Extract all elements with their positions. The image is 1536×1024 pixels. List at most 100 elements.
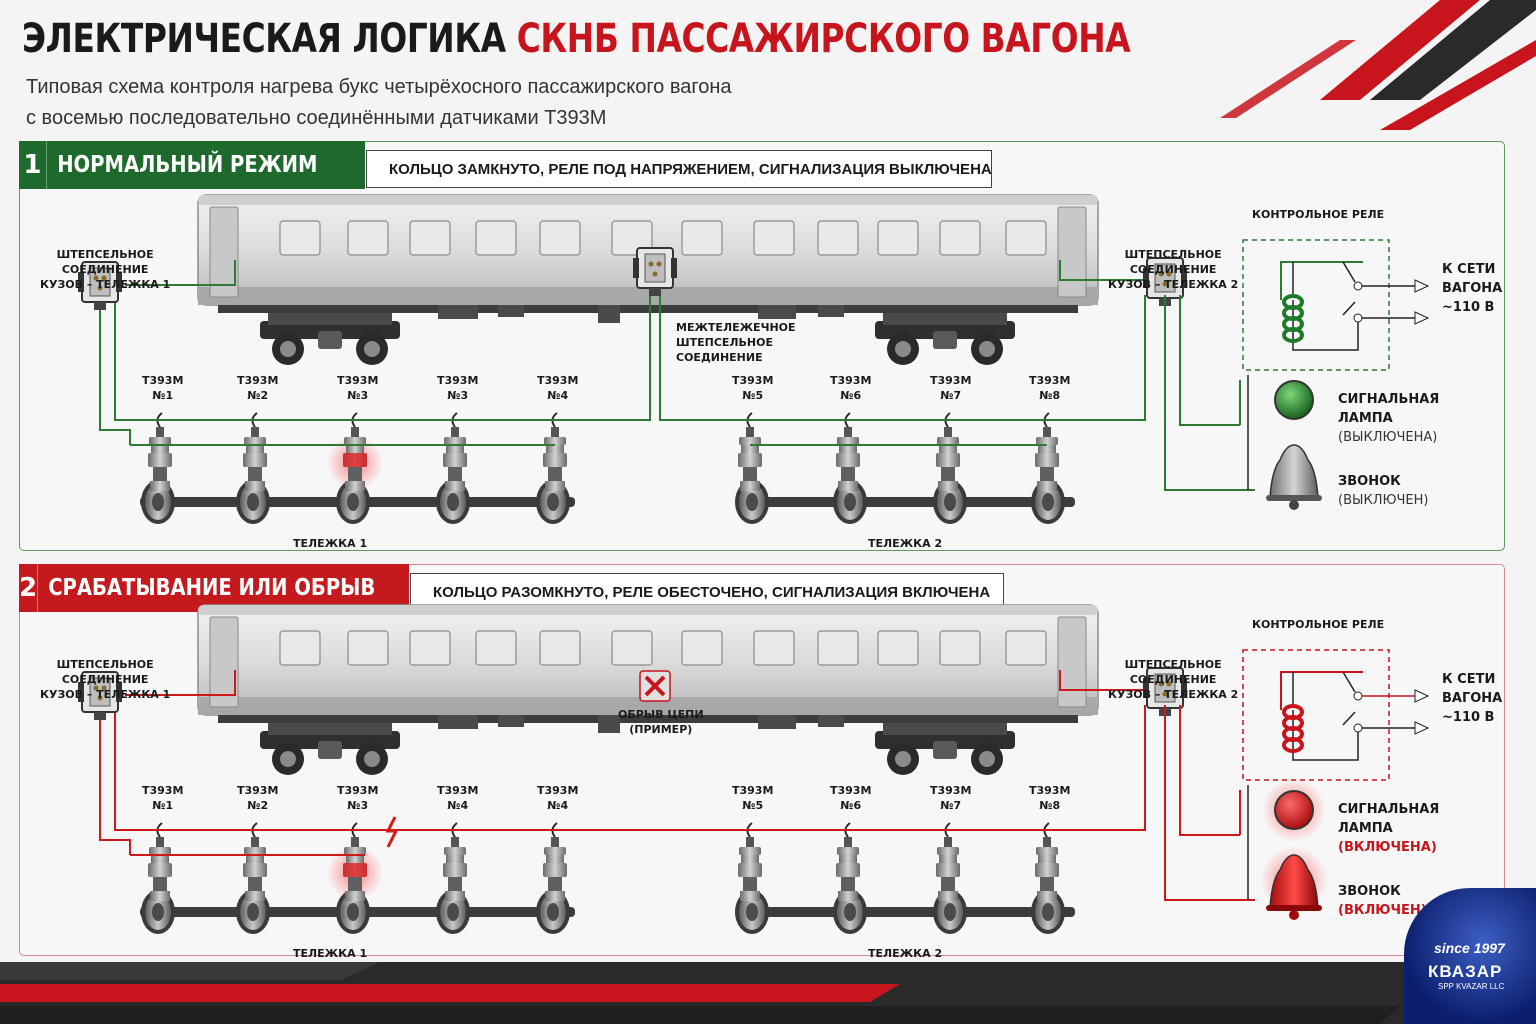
loop-wire xyxy=(1059,260,1145,281)
subtitle-line-1: Типовая схема контроля нагрева букс четы… xyxy=(26,76,732,98)
plug-middle xyxy=(632,247,678,297)
plug-left-label-line: СОЕДИНЕНИЕ xyxy=(61,673,149,686)
subtitle: Типовая схема контроля нагрева букс четы… xyxy=(26,72,732,134)
sensor-label: Т393М №4 xyxy=(437,783,478,813)
network-label-line: К СЕТИ xyxy=(1442,672,1496,687)
relay-frame xyxy=(1242,239,1390,371)
sensor-label-line: №4 xyxy=(447,799,469,812)
loop-wire xyxy=(125,260,236,286)
sensor-label: Т393М №4 xyxy=(537,373,578,403)
plug-right-label-line: СОЕДИНЕНИЕ xyxy=(1129,263,1217,276)
plug-left-label-line: КУЗОВ – ТЕЛЕЖКА 1 xyxy=(40,688,171,701)
loop-wire xyxy=(659,295,1047,421)
plug-middle-label-line: МЕЖТЕЛЕЖЕЧНОЕ xyxy=(676,321,796,334)
sensor-label-line: №8 xyxy=(1039,389,1061,402)
sensor-label-line: №1 xyxy=(152,389,174,402)
bell-label: ЗВОНОК(ВЫКЛЮЧЕН) xyxy=(1338,472,1428,510)
network-label-line: ~110 В xyxy=(1442,710,1495,725)
mode-badge-1: 1 НОРМАЛЬНЫЙ РЕЖИМ xyxy=(19,141,365,189)
network-label-line: ВАГОНА xyxy=(1442,281,1503,296)
loop-wire xyxy=(1059,670,1145,691)
company-logo: since 1997 КВАЗАР SPP KVAZAR LLC xyxy=(1404,888,1536,1024)
sensor-t393m xyxy=(242,822,268,902)
plug-left-label-line: ШТЕПСЕЛЬНОЕ xyxy=(56,658,154,671)
sensor-t393m xyxy=(935,822,961,902)
loop-wire xyxy=(1047,295,1146,421)
sensor-label-line: №2 xyxy=(247,389,269,402)
overheat-marker xyxy=(343,863,367,877)
loop-wire xyxy=(1047,705,1146,831)
sensor-label-line: Т393М xyxy=(537,374,579,387)
relay-terminal xyxy=(1353,691,1363,701)
footer-bar xyxy=(0,962,1536,1024)
sensor-label-line: №6 xyxy=(840,389,862,402)
relay-wire xyxy=(1280,671,1363,710)
relay-contact xyxy=(1342,711,1356,726)
plug-right-label-line: ШТЕПСЕЛЬНОЕ xyxy=(1124,248,1222,261)
break-label: ОБРЫВ ЦЕПИ(ПРИМЕР) xyxy=(618,707,704,737)
bogie-2-label: ТЕЛЕЖКА 2 xyxy=(868,536,942,551)
sensor-label-line: №1 xyxy=(152,799,174,812)
bogie-axle xyxy=(740,907,1075,917)
fault-spark xyxy=(385,816,399,848)
mode-badge-2: 2 СРАБАТЫВАНИЕ ИЛИ ОБРЫВ xyxy=(19,564,409,612)
bell-icon xyxy=(1269,444,1319,498)
mode-number: 2 xyxy=(19,564,39,612)
sensor-label-line: №4 xyxy=(547,389,569,402)
car-truck-right xyxy=(875,723,1015,775)
plug-right-label-line: СОЕДИНЕНИЕ xyxy=(1129,673,1217,686)
sensor-t393m xyxy=(835,412,861,492)
plug-left-label-line: ШТЕПСЕЛЬНОЕ xyxy=(56,248,154,261)
page-title: ЭЛЕКТРИЧЕСКАЯ ЛОГИКА СКНБ ПАССАЖИРСКОГО … xyxy=(22,16,1131,62)
arrow-icon xyxy=(1414,279,1430,293)
sensor-t393m xyxy=(442,412,468,492)
sensor-t393m xyxy=(737,822,763,902)
sensor-label-line: №3 xyxy=(347,799,369,812)
break-cross xyxy=(644,675,666,697)
sensor-label-line: Т393М xyxy=(337,784,379,797)
relay-contact xyxy=(1342,301,1356,316)
subtitle-line-2: с восемью последовательно соединёнными д… xyxy=(26,107,607,129)
sensor-t393m xyxy=(737,412,763,492)
panel-2-drawing xyxy=(77,604,1430,934)
plug-right-label-line: ШТЕПСЕЛЬНОЕ xyxy=(1124,658,1222,671)
sensor-label-line: Т393М xyxy=(1029,784,1071,797)
car-truck-right xyxy=(875,313,1015,365)
sensor-label-line: Т393М xyxy=(732,784,774,797)
loop-wire xyxy=(555,295,651,421)
relay-frame xyxy=(1242,649,1390,781)
loop-wire xyxy=(125,670,236,696)
bogie-1-label: ТЕЛЕЖКА 1 xyxy=(293,946,367,961)
arrow-icon xyxy=(1414,311,1430,325)
relay-coil xyxy=(1282,737,1304,753)
mode-label: НОРМАЛЬНЫЙ РЕЖИМ xyxy=(57,152,318,178)
bell-label-line: ЗВОНОК xyxy=(1338,474,1401,489)
relay-title-line: КОНТРОЛЬНОЕ РЕЛЕ xyxy=(1252,618,1385,631)
loop-wire xyxy=(99,295,131,445)
sensor-label-line: Т393М xyxy=(437,784,479,797)
loop-wire xyxy=(99,705,131,855)
plug-middle-label-line: ШТЕПСЕЛЬНОЕ xyxy=(676,336,773,349)
signal-wire xyxy=(1164,705,1255,901)
header-stripes xyxy=(1220,0,1536,130)
overheat-marker xyxy=(343,453,367,467)
relay-wire xyxy=(1292,300,1359,351)
relay-contact xyxy=(1342,261,1356,283)
sensor-label-line: №5 xyxy=(742,389,764,402)
sensor-label-line: Т393М xyxy=(142,374,184,387)
break-label-line: ОБРЫВ ЦЕПИ xyxy=(618,708,704,721)
sensor-label-line: №2 xyxy=(247,799,269,812)
sensor-t393m xyxy=(442,822,468,902)
